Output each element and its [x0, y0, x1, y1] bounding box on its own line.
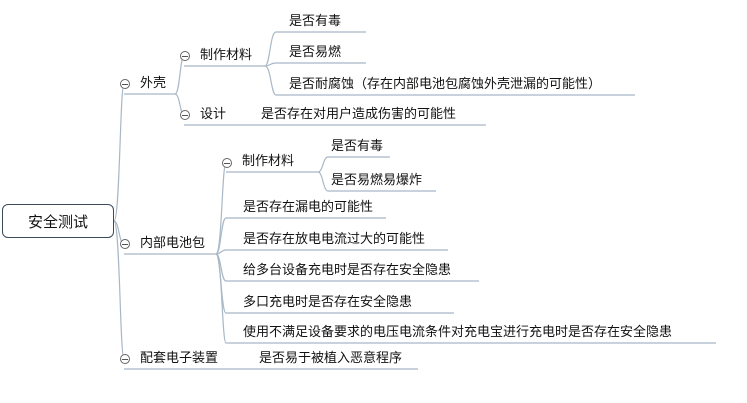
node-battery[interactable]: 内部电池包 [140, 236, 206, 251]
node-battery-mismatch[interactable]: 使用不满足设备要求的电压电流条件对充电宝进行充电时是否存在安全隐患 [243, 325, 673, 340]
node-battery-multi-port[interactable]: 多口充电时是否存在安全隐患 [243, 295, 413, 310]
node-battery-materials[interactable]: 制作材料 [242, 154, 295, 169]
node-battery-explosive[interactable]: 是否易燃易爆炸 [331, 173, 423, 188]
node-shell[interactable]: 外壳 [140, 76, 167, 91]
node-shell-toxic[interactable]: 是否有毒 [289, 14, 342, 29]
collapse-shell-icon[interactable] [120, 79, 130, 89]
root-node[interactable]: 安全测试 [2, 204, 114, 238]
collapse-shell-design-icon[interactable] [180, 110, 190, 120]
collapse-battery-icon[interactable] [120, 239, 130, 249]
collapse-battery-materials-icon[interactable] [222, 158, 232, 168]
node-electronics[interactable]: 配套电子装置 [140, 351, 219, 366]
node-battery-multi-device[interactable]: 给多台设备充电时是否存在安全隐患 [243, 263, 452, 278]
node-shell-corrosion[interactable]: 是否耐腐蚀（存在内部电池包腐蚀外壳泄漏的可能性） [289, 77, 602, 92]
root-node-label: 安全测试 [27, 212, 88, 231]
node-battery-leakage[interactable]: 是否存在漏电的可能性 [243, 200, 374, 215]
collapse-shell-materials-icon[interactable] [180, 51, 190, 61]
node-shell-design-harm[interactable]: 是否存在对用户造成伤害的可能性 [261, 107, 457, 122]
node-shell-design[interactable]: 设计 [200, 107, 227, 122]
node-electronics-malware[interactable]: 是否易于被植入恶意程序 [259, 351, 403, 366]
node-battery-toxic[interactable]: 是否有毒 [331, 139, 384, 154]
node-shell-flammable[interactable]: 是否易燃 [289, 45, 342, 60]
node-shell-materials[interactable]: 制作材料 [200, 48, 253, 63]
collapse-electronics-icon[interactable] [120, 354, 130, 364]
node-battery-discharge[interactable]: 是否存在放电电流过大的可能性 [243, 232, 426, 247]
